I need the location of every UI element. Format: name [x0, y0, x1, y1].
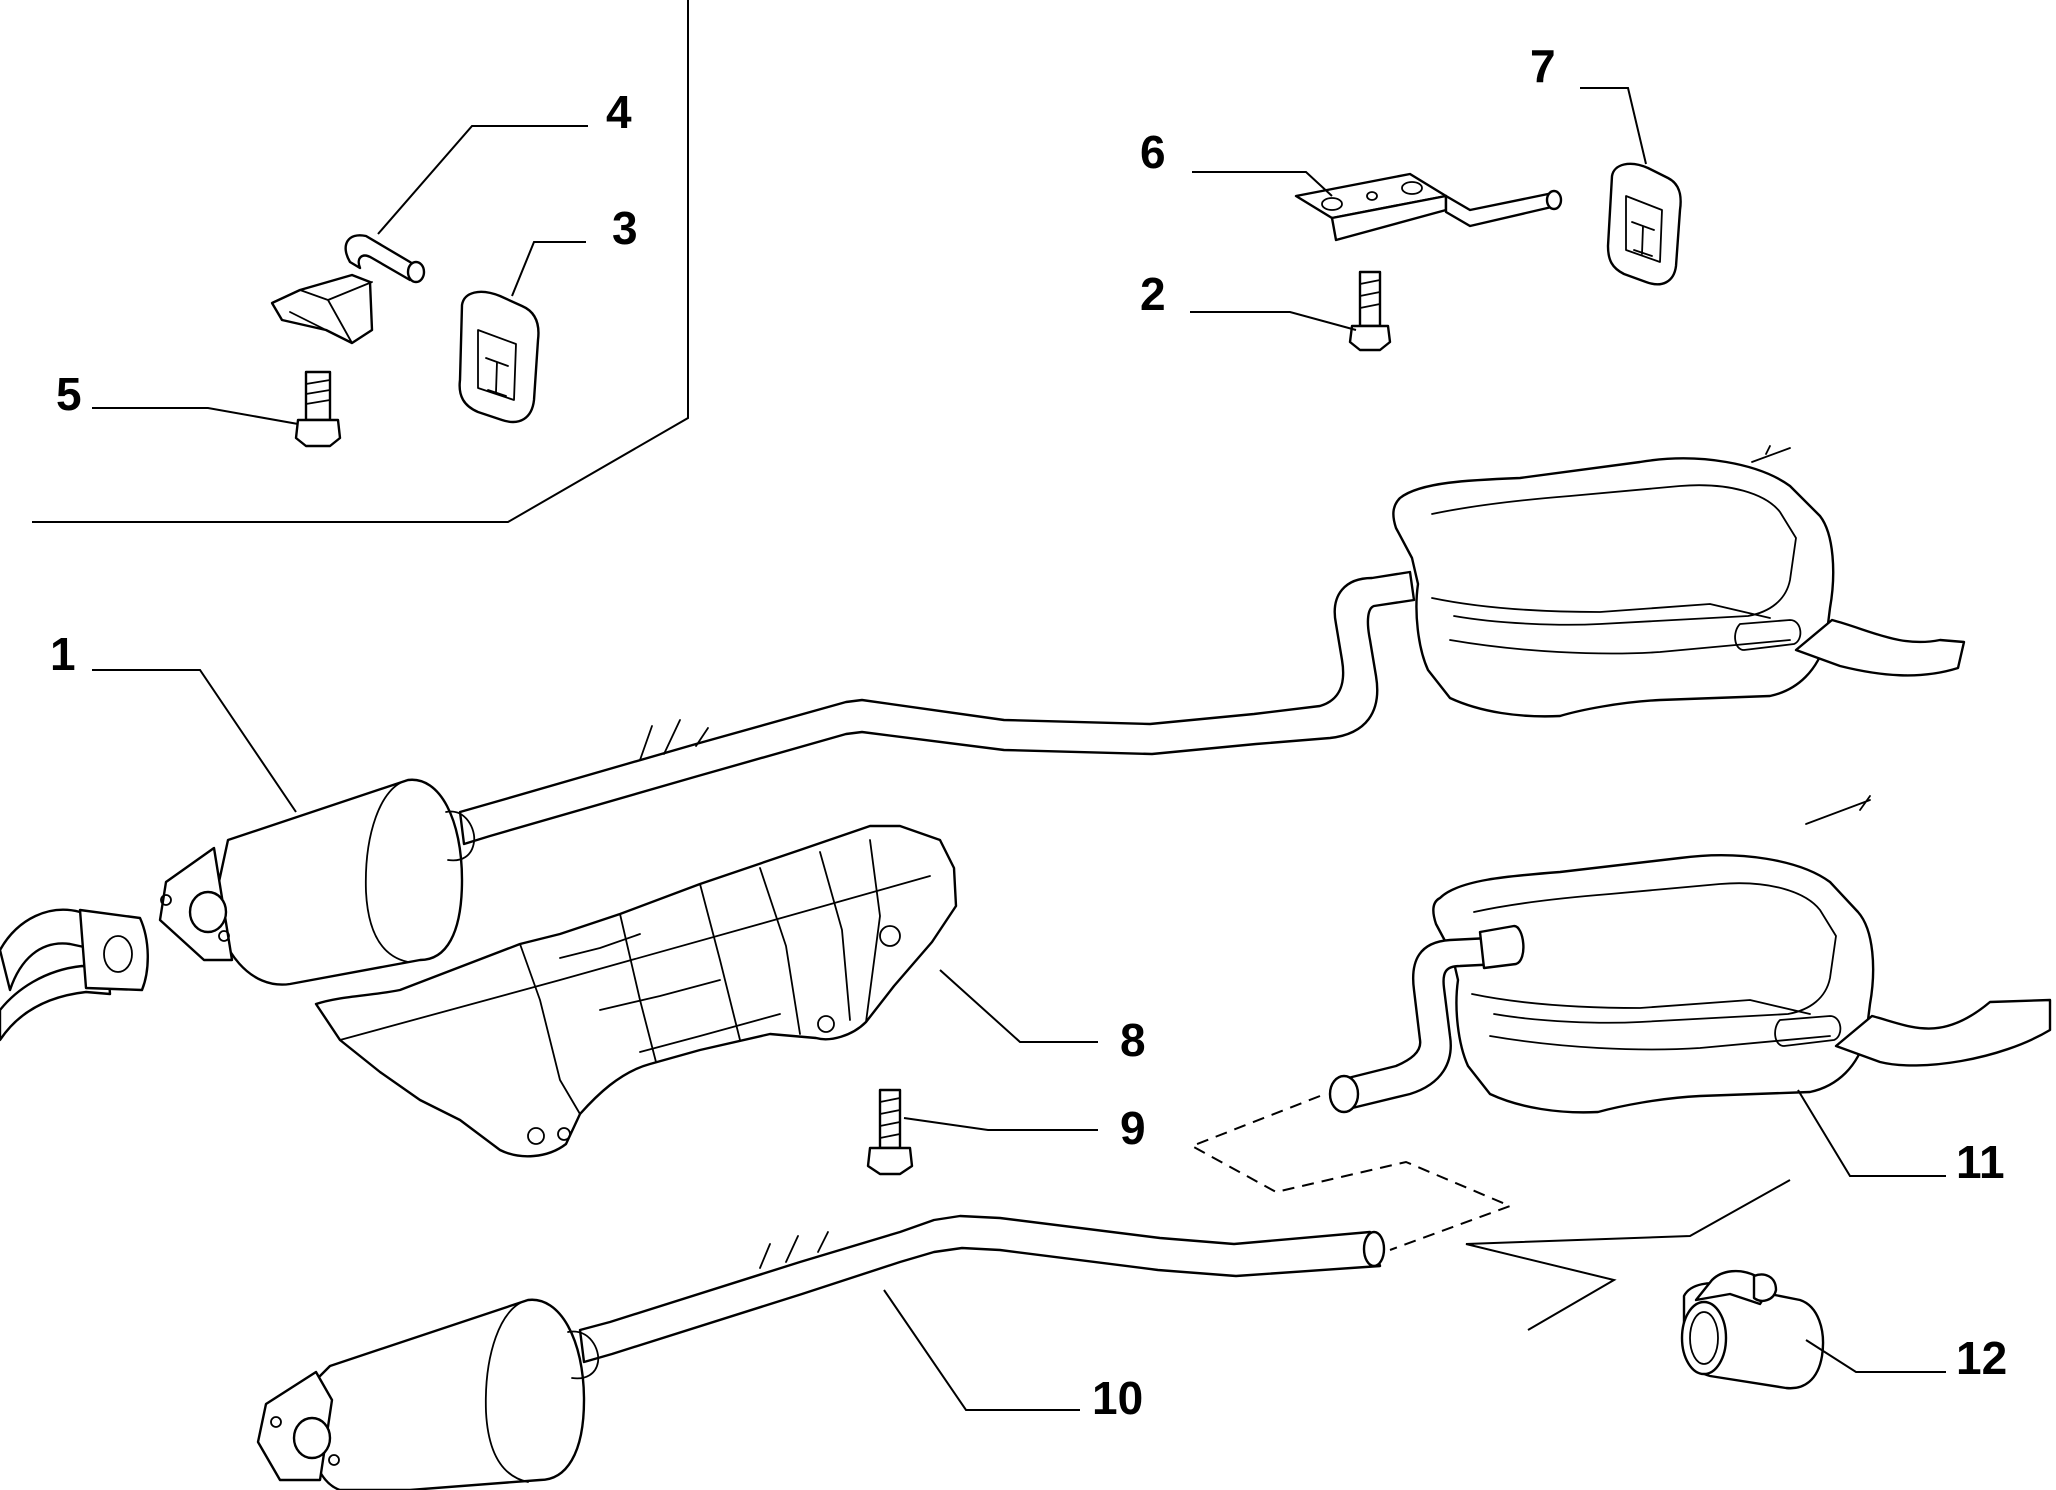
leader-line-6	[1192, 171, 1333, 197]
callout-9: 9	[1120, 1102, 1146, 1154]
part-11-rear-muffler[interactable]	[1328, 795, 2052, 1114]
leader-line-11	[1797, 1089, 1946, 1177]
inset-frame	[32, 0, 689, 523]
part-6-bracket[interactable]	[1294, 172, 1563, 242]
install-guide-dashed	[1189, 1095, 1513, 1251]
part-10-front-pipe[interactable]	[256, 1214, 1386, 1490]
part-3-rubber-mount[interactable]	[458, 290, 540, 424]
callout-5: 5	[56, 368, 82, 420]
callout-4: 4	[606, 86, 632, 138]
leader-line-9	[903, 1117, 1098, 1131]
leader-line-5	[92, 407, 299, 425]
part-5-bolt[interactable]	[294, 370, 342, 448]
install-guide-lines	[1465, 1179, 1791, 1331]
leader-line-4	[377, 125, 588, 235]
part-4-hanger-bracket[interactable]	[270, 234, 426, 345]
part-12-clamp[interactable]	[1680, 1269, 1825, 1390]
leader-line-2	[1190, 311, 1357, 331]
callout-8: 8	[1120, 1014, 1146, 1066]
callout-11: 11	[1956, 1136, 2005, 1188]
leader-line-12	[1805, 1339, 1946, 1373]
leader-line-3	[511, 241, 586, 297]
callout-12: 12	[1956, 1332, 2007, 1384]
leader-line-7	[1580, 87, 1647, 165]
callout-6: 6	[1140, 126, 1166, 178]
callout-3: 3	[612, 202, 638, 254]
part-8-heat-shield[interactable]	[314, 824, 958, 1158]
part-7-rubber-mount[interactable]	[1606, 162, 1682, 286]
callout-1: 1	[50, 628, 76, 680]
callout-10: 10	[1092, 1372, 1143, 1424]
part-9-bolt[interactable]	[866, 1088, 914, 1176]
part-2-bolt[interactable]	[1348, 270, 1392, 352]
leader-line-8	[939, 969, 1098, 1043]
leader-line-10	[883, 1289, 1080, 1411]
part-1-exhaust-assembly[interactable]	[0, 445, 1966, 1042]
callout-7: 7	[1530, 40, 1556, 92]
callout-2: 2	[1140, 268, 1166, 320]
leader-line-1	[92, 669, 297, 813]
